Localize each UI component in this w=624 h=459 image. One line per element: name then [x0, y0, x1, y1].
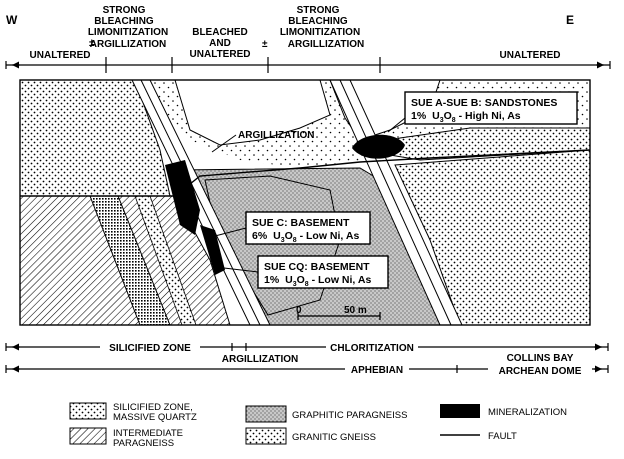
- svg-text:PARAGNEISS: PARAGNEISS: [113, 438, 174, 449]
- strong-right-2: BLEACHING: [288, 16, 348, 27]
- svg-text:MASSIVE QUARTZ: MASSIVE QUARTZ: [113, 412, 197, 423]
- aphebian-label: APHEBIAN: [351, 365, 403, 376]
- bleached-2: AND: [209, 38, 231, 49]
- sue-cq-title: SUE CQ: BASEMENT: [264, 261, 370, 273]
- sue-cq-box: SUE CQ: BASEMENT 1% U3O8 - Low Ni, As: [223, 255, 389, 289]
- sue-ab-grade: 1% U3O8 - High Ni, As: [411, 110, 521, 124]
- strong-left-3: LIMONITIZATION: [88, 27, 168, 38]
- argillization-right-top: ARGILLIZATION: [288, 39, 364, 50]
- sue-c-box: SUE C: BASEMENT 6% U3O8 - Low Ni, As: [214, 211, 371, 245]
- svg-text:FAULT: FAULT: [488, 431, 517, 442]
- unaltered-right: UNALTERED: [500, 50, 561, 61]
- sue-cq-grade: 1% U3O8 - Low Ni, As: [264, 274, 371, 288]
- mineralization-right: [352, 134, 405, 159]
- legend-swatch-granitic: [245, 427, 287, 445]
- svg-text:INTERMEDIATE: INTERMEDIATE: [113, 428, 183, 439]
- bleached-1: BLEACHED: [192, 27, 248, 38]
- legend: SILICIFIED ZONE, MASSIVE QUARTZ INTERMED…: [69, 402, 567, 449]
- sue-c-title: SUE C: BASEMENT: [252, 217, 350, 229]
- svg-text:MINERALIZATION: MINERALIZATION: [488, 407, 567, 418]
- legend-swatch-intermediate: [69, 427, 107, 445]
- strong-left-4: ARGILLIZATION: [90, 39, 166, 50]
- unaltered-left: UNALTERED: [30, 50, 91, 61]
- strong-left-1: STRONG: [103, 5, 146, 16]
- legend-swatch-silicified: [69, 402, 107, 420]
- svg-text:GRAPHITIC PARAGNEISS: GRAPHITIC PARAGNEISS: [292, 410, 407, 421]
- legend-swatch-graphitic: [245, 405, 287, 423]
- bleached-3: UNALTERED: [190, 49, 251, 60]
- legend-swatch-mineralization: [440, 404, 480, 418]
- svg-text:GRANITIC GNEISS: GRANITIC GNEISS: [292, 432, 376, 443]
- argillization-pointer-label: ARGILLIZATION: [238, 130, 314, 141]
- svg-text:0: 0: [296, 305, 302, 316]
- strong-right-1: STRONG: [297, 5, 340, 16]
- chloritization-label: CHLORITIZATION: [330, 343, 414, 354]
- scale-bar: 0 50 m: [296, 305, 381, 320]
- archean-dome-label: ARCHEAN DOME: [499, 366, 582, 377]
- west-label: W: [6, 13, 18, 27]
- east-label: E: [566, 13, 574, 27]
- mineralization-left: [165, 160, 200, 235]
- svg-text:SILICIFIED ZONE,: SILICIFIED ZONE,: [113, 402, 193, 413]
- top-extent-line: [5, 57, 611, 73]
- svg-text:50 m: 50 m: [344, 305, 367, 316]
- strong-left-2: BLEACHING: [94, 16, 154, 27]
- sue-ab-box: SUE A-SUE B: SANDSTONES 1% U3O8 - High N…: [387, 91, 578, 133]
- collins-bay-label: COLLINS BAY: [507, 353, 574, 364]
- argillization-bottom-label: ARGILLIZATION: [222, 354, 298, 365]
- strong-right-3: LIMONITIZATION: [280, 27, 360, 38]
- silicified-zone-label: SILICIFIED ZONE: [109, 343, 191, 354]
- pm-right: ±: [262, 39, 268, 50]
- pm-left: ±: [89, 38, 95, 49]
- sue-c-grade: 6% U3O8 - Low Ni, As: [252, 230, 359, 244]
- sue-ab-title: SUE A-SUE B: SANDSTONES: [411, 97, 557, 109]
